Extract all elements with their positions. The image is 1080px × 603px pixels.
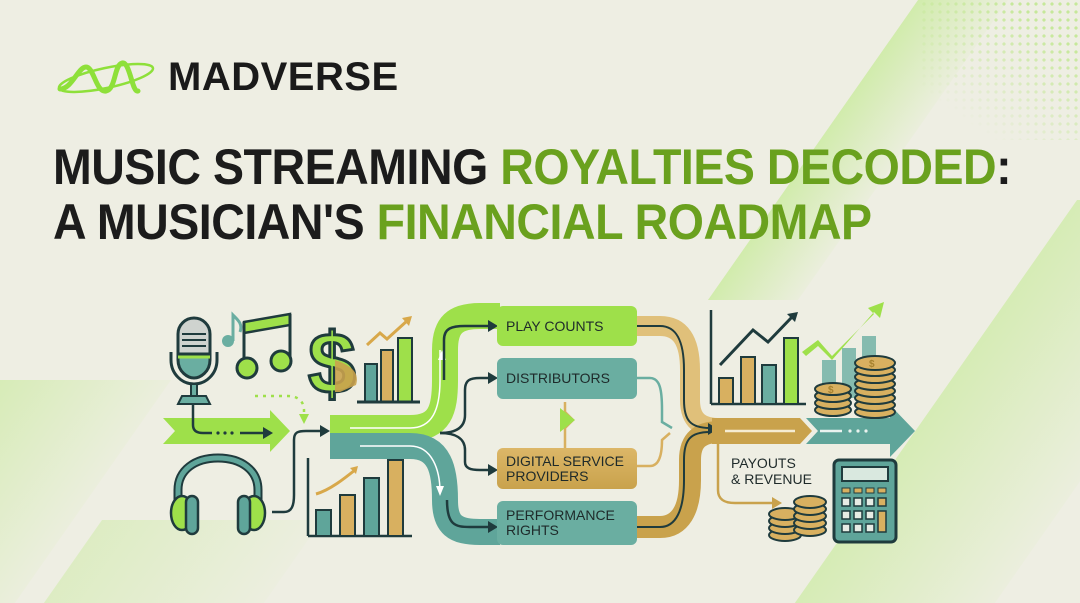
title-colon: : bbox=[996, 139, 1012, 195]
payouts-revenue-label: PAYOUTS & REVENUE bbox=[731, 455, 812, 487]
bar-chart-icon bbox=[306, 458, 412, 538]
dot-pattern bbox=[920, 0, 1080, 140]
page-title: MUSIC STREAMING ROYALTIES DECODED: A MUS… bbox=[53, 139, 1012, 250]
title-text: MUSIC STREAMING bbox=[53, 139, 501, 195]
dollar-sign-icon: $ bbox=[307, 315, 358, 414]
microphone-icon bbox=[169, 316, 219, 405]
box-label-line2: RIGHTS bbox=[506, 522, 559, 538]
svg-text:$: $ bbox=[869, 359, 875, 370]
waveform-orbit-icon bbox=[57, 60, 155, 94]
box-label-line1: DIGITAL SERVICE bbox=[506, 452, 624, 469]
title-line-2: A MUSICIAN'S FINANCIAL ROADMAP bbox=[53, 195, 1011, 250]
arrowheads bbox=[488, 320, 498, 533]
box-label-line2: PROVIDERS bbox=[506, 467, 589, 484]
calculator-icon bbox=[832, 458, 898, 544]
performance-rights-box: PERFORMANCE RIGHTS bbox=[497, 501, 637, 545]
svg-text:$: $ bbox=[308, 316, 356, 412]
label-line2: & REVENUE bbox=[731, 471, 812, 487]
digital-service-providers-box: DIGITAL SERVICE PROVIDERS bbox=[497, 448, 637, 489]
brand-logo: MADVERSE bbox=[56, 55, 399, 100]
branch-arrows bbox=[439, 324, 490, 529]
title-line-1: MUSIC STREAMING ROYALTIES DECODED: bbox=[53, 139, 1012, 195]
rising-bar-chart-icon bbox=[709, 310, 806, 406]
title-accent: FINANCIAL ROADMAP bbox=[376, 194, 872, 250]
label-line1: PAYOUTS bbox=[731, 455, 796, 471]
growth-bar-chart-icon bbox=[357, 316, 420, 404]
play-counts-box: PLAY COUNTS bbox=[497, 306, 637, 346]
title-text: A MUSICIAN'S bbox=[53, 194, 377, 250]
gold-merge-band bbox=[636, 316, 721, 538]
box-label: DISTRIBUTORS bbox=[506, 370, 610, 386]
teal-flow-band bbox=[330, 433, 500, 545]
brand-name: MADVERSE bbox=[168, 55, 399, 99]
coin-stack-icon bbox=[768, 495, 827, 542]
box-label-line1: PERFORMANCE bbox=[506, 507, 615, 523]
distributors-box: DISTRIBUTORS bbox=[497, 358, 637, 399]
output-band bbox=[712, 405, 915, 509]
box-label: PLAY COUNTS bbox=[506, 317, 604, 334]
coin-stack-icon: $ $ bbox=[814, 355, 896, 419]
music-notes-icon bbox=[222, 311, 293, 380]
title-accent: ROYALTIES DECODED bbox=[500, 139, 997, 195]
svg-text:$: $ bbox=[828, 385, 834, 396]
input-arrow-icon bbox=[163, 394, 330, 514]
connector-arrow-icon bbox=[560, 408, 575, 432]
headphones-icon bbox=[169, 453, 267, 536]
